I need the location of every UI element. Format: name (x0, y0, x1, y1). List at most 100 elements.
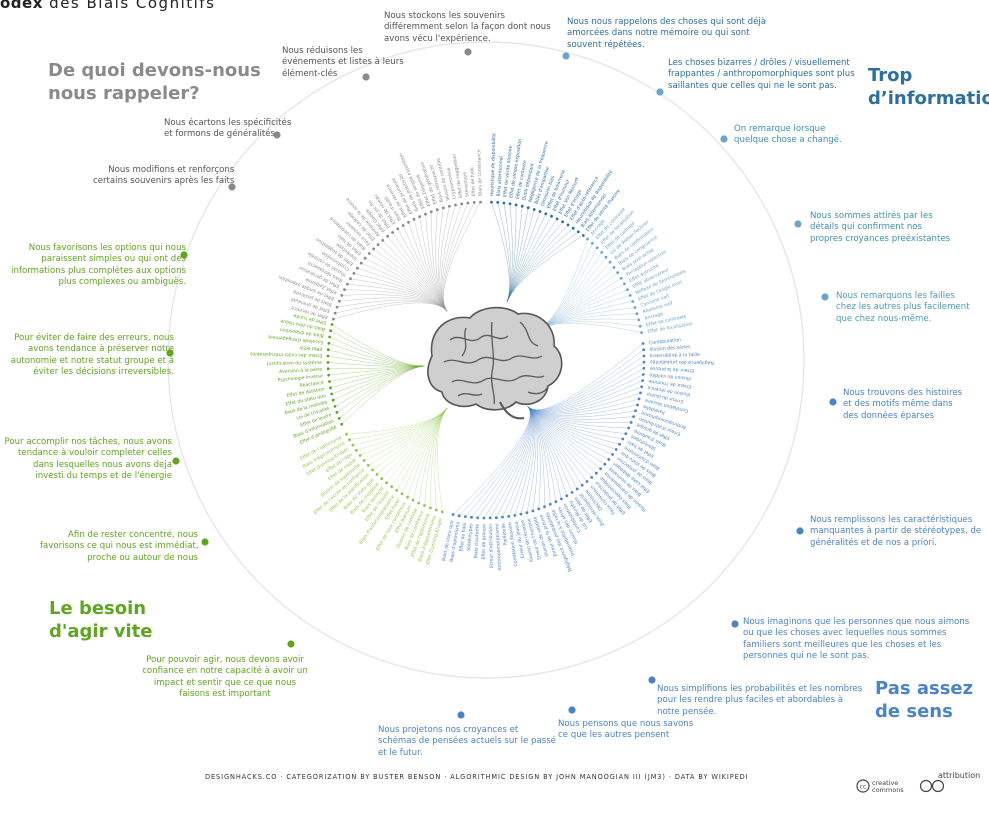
bias-dot (608, 260, 612, 264)
bias-dot (560, 497, 563, 501)
category-label: On remarque lorsque quelque chose a chan… (734, 124, 842, 146)
bias-dot (494, 516, 498, 520)
connector-line (497, 202, 511, 302)
bias-label: Aversion à la perte (279, 366, 323, 375)
bias-dot (599, 467, 602, 471)
bias-dot (400, 492, 404, 496)
bias-dot (358, 454, 362, 457)
bias-dot (435, 508, 438, 512)
svg-text:commons: commons (872, 786, 904, 794)
category-label: Nous nous rappelons des choses qui sont … (567, 17, 767, 50)
bias-dot (448, 204, 451, 208)
quadrant-title-need-to-act-fast: Le besoin d'agir vite (49, 598, 153, 642)
bias-dot (575, 487, 579, 491)
bias-dot (626, 288, 629, 291)
bias-dot (424, 212, 427, 216)
bias-dot (363, 256, 367, 260)
bias-dot (595, 246, 599, 250)
bias-dot (519, 512, 523, 516)
bias-dot (525, 511, 529, 514)
bias-dot (371, 468, 374, 472)
connector-line (331, 324, 425, 367)
bias-dot (604, 255, 608, 259)
bias-dot (586, 237, 589, 241)
category-marker (228, 183, 236, 191)
connector-line (527, 355, 645, 411)
bias-dot (623, 282, 626, 286)
svg-text:cc: cc (860, 784, 867, 791)
bias-dot (326, 367, 330, 371)
bias-dot (629, 421, 633, 424)
bias-dot (355, 449, 358, 452)
connector-line (496, 405, 533, 518)
bias-label: Illusion de validité (649, 371, 691, 382)
bias-label: Heuristique de disponibilité (488, 133, 497, 196)
bias-dot (633, 306, 637, 309)
bias-dot (594, 471, 598, 475)
bias-dot (611, 453, 614, 456)
bias-dot (640, 331, 643, 334)
connector-line (334, 365, 425, 407)
bias-dot (423, 504, 426, 507)
category-label: Nous modifions et renforçons certains so… (93, 165, 235, 187)
connector-line (364, 408, 448, 461)
bias-label: Effet IKEA (299, 344, 323, 352)
bias-dot (548, 502, 552, 506)
bias-dot (614, 448, 618, 451)
bias-dot (618, 442, 621, 446)
bias-dot (550, 214, 553, 218)
bias-dot (642, 366, 646, 370)
connector-line (471, 405, 532, 518)
bias-dot (513, 514, 517, 517)
bias-dot (351, 443, 355, 447)
bias-dot (366, 463, 370, 467)
bias-dot (641, 379, 644, 382)
bias-dot (570, 491, 574, 494)
bias-dot (635, 312, 639, 316)
category-label: Pour éviter de faire des erreurs, nous a… (10, 333, 174, 378)
category-label: Nous remarquons les failles chez les aut… (836, 291, 970, 324)
bias-label: Erreur de l'homme (648, 378, 691, 390)
connector-line (346, 408, 448, 435)
bias-dot (502, 201, 506, 205)
category-marker (648, 676, 656, 684)
bias-dot (642, 360, 646, 364)
bias-dot (376, 243, 380, 247)
bias-dot (333, 311, 337, 315)
category-marker (457, 711, 465, 719)
bias-dot (380, 477, 384, 481)
category-marker (166, 349, 174, 357)
bias-dot (329, 329, 333, 333)
bias-label: Biais attentionnel (496, 156, 505, 197)
bias-dot (600, 251, 604, 254)
bias-dot (457, 514, 461, 518)
connector-line (527, 368, 644, 412)
connector-line (539, 252, 602, 330)
bias-label: Escalade d'engagement (267, 333, 323, 345)
connector-line (527, 343, 644, 410)
connector-line (443, 201, 481, 312)
bias-dot (367, 252, 371, 255)
bias-dot (401, 224, 405, 227)
bias-dot (508, 202, 512, 206)
connector-line (527, 361, 645, 411)
connector-line (539, 243, 593, 330)
bias-dot (619, 276, 623, 280)
bias-dot (591, 241, 594, 245)
bias-label: Négligence des probabilités (649, 359, 714, 367)
bias-dot (451, 513, 455, 516)
bias-dot (631, 300, 635, 303)
bias-dot (385, 481, 388, 485)
category-marker (829, 398, 837, 406)
bias-label: Illusion des séries (649, 343, 691, 353)
bias-dot (391, 231, 394, 234)
bias-dot (576, 230, 580, 234)
bias-dot (429, 210, 433, 214)
category-label: Afin de rester concentré, nous favorison… (40, 530, 199, 563)
category-marker (720, 135, 728, 143)
category-label: Les choses bizarres / drôles / visuellem… (668, 58, 855, 91)
category-marker (794, 220, 802, 228)
category-label: Nous simplifions les probabilités et les… (657, 684, 863, 717)
category-label: Pour pouvoir agir, nous devons avoir con… (142, 655, 308, 700)
